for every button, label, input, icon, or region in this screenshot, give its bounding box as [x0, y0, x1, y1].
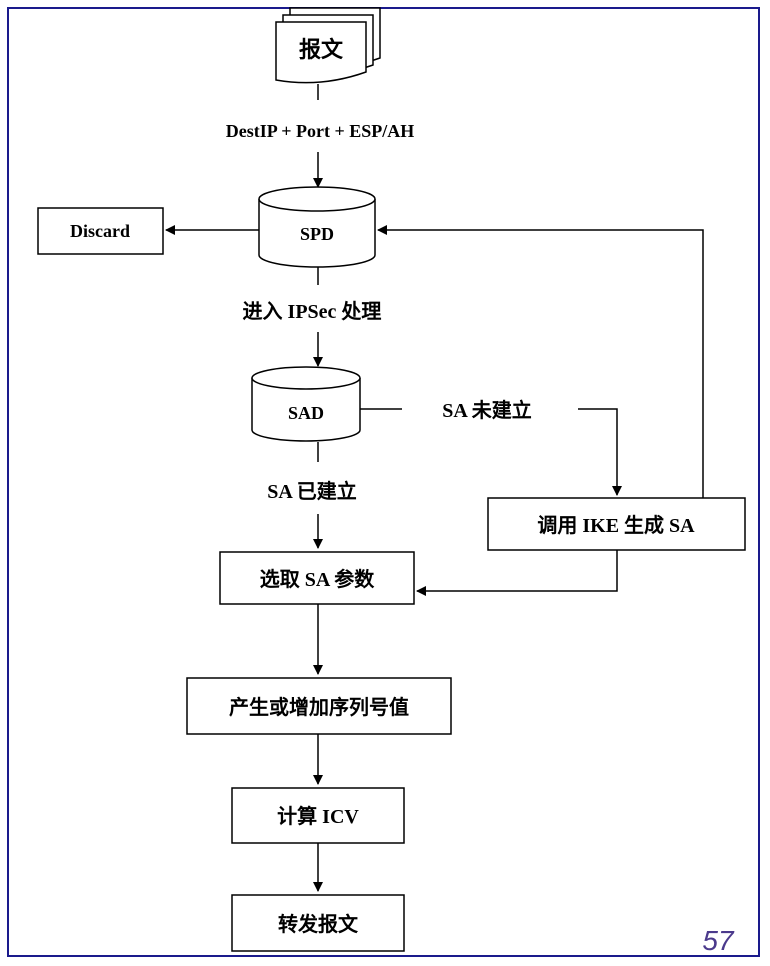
arrow-to-ike	[578, 408, 622, 496]
discard-label: Discard	[70, 221, 130, 241]
forward-label: 转发报文	[278, 912, 359, 936]
edge-enter-ipsec-label: 进入 IPSec 处理	[243, 299, 382, 323]
packet-document-node: 报文	[275, 7, 381, 84]
edge-selector-label: DestIP + Port + ESP/AH	[226, 121, 415, 141]
slide-border	[7, 7, 760, 957]
page-number: 57	[702, 925, 735, 956]
sad-database-node: SAD	[251, 366, 361, 442]
packet-label: 报文	[299, 37, 344, 62]
arrow-ike-to-select-params	[416, 550, 618, 596]
edge-sa-established-label: SA 已建立	[267, 479, 356, 503]
select-params-label: 选取 SA 参数	[260, 567, 375, 591]
arrow-ike-back-to-spd	[377, 225, 704, 498]
compute-icv-node	[231, 787, 405, 844]
spd-database-node: SPD	[258, 186, 376, 268]
spd-label: SPD	[300, 224, 334, 244]
sad-label: SAD	[288, 403, 324, 423]
ike-label: 调用 IKE 生成 SA	[537, 513, 695, 537]
discard-node	[37, 207, 164, 255]
select-params-node	[219, 551, 415, 605]
forward-node	[231, 894, 405, 952]
sequence-label: 产生或增加序列号值	[229, 695, 409, 719]
ike-node	[487, 497, 746, 551]
sequence-node	[186, 677, 452, 735]
compute-icv-label: 计算 ICV	[277, 804, 359, 828]
edge-sa-not-established-label: SA 未建立	[442, 398, 531, 422]
